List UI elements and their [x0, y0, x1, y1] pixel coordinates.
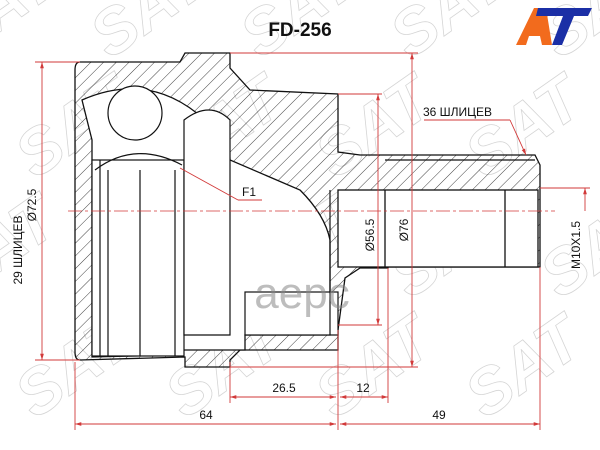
part-number-title: FD-256 — [268, 20, 331, 41]
watermark-mark: SAT — [377, 0, 523, 71]
diameter-56-label: Ø56.5 — [363, 218, 377, 251]
cup-diameter-label: Ø72.5 — [25, 188, 39, 221]
watermark-mark: SAT — [0, 0, 73, 71]
dimension-lines — [35, 52, 590, 430]
dim-64-label: 64 — [199, 408, 213, 422]
dim-49-label: 49 — [432, 408, 446, 422]
logo — [516, 8, 592, 45]
dim-12-label: 12 — [356, 381, 370, 395]
outer-splines-label: 36 ШЛИЦЕВ — [423, 105, 492, 119]
dim-26-5-label: 26.5 — [272, 381, 296, 395]
inner-race — [91, 85, 339, 357]
watermark-mark: SAT — [452, 299, 598, 431]
f1-label: F1 — [242, 185, 256, 199]
inner-splines-label: 29 ШЛИЦЕВ — [11, 215, 25, 284]
diameter-76-label: Ø76 — [397, 218, 411, 241]
thread-label: M10X1.5 — [569, 221, 583, 269]
overlay-watermark: аерс — [254, 269, 349, 318]
